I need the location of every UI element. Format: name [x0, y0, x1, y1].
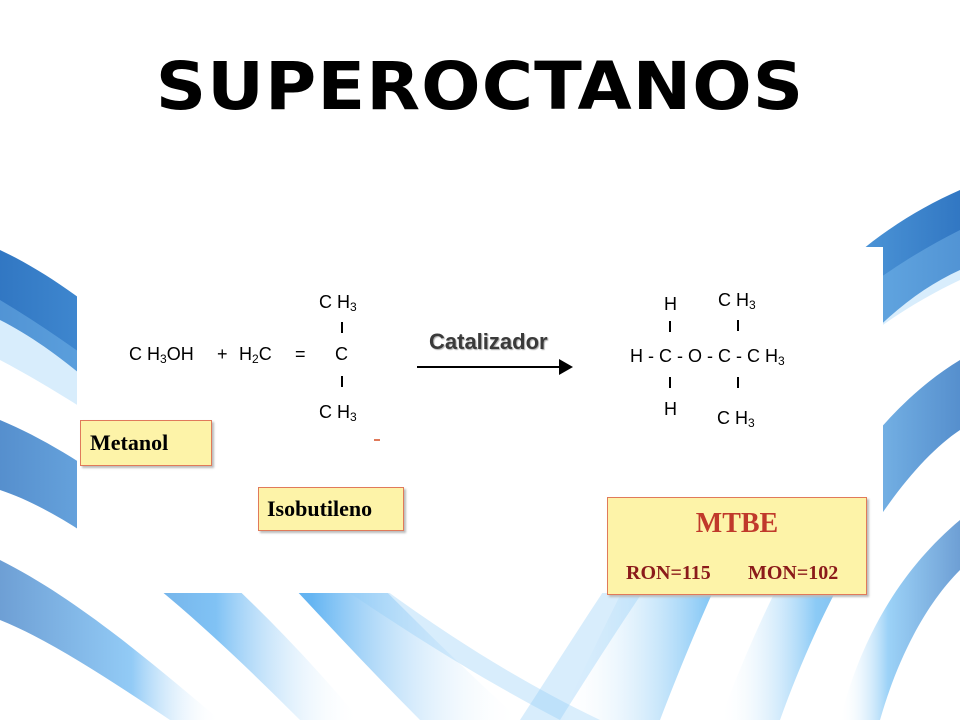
- product-bond-top-right: [737, 320, 739, 331]
- metanol-label-box: Metanol: [80, 420, 212, 466]
- product-ch3-bottom: C H3: [717, 408, 755, 430]
- stray-dash: [374, 439, 380, 441]
- product-main-chain: H - C - O - C - C H3: [630, 346, 785, 368]
- product-bond-bottom-left: [669, 377, 671, 388]
- h2c-formula: H2C: [239, 344, 272, 366]
- product-ch3-top: C H3: [718, 290, 756, 312]
- mtbe-box: MTBE RON=115 MON=102: [607, 497, 867, 595]
- mtbe-label: MTBE: [695, 508, 779, 539]
- reaction-arrow: [417, 366, 563, 368]
- double-bond-sign: =: [295, 344, 306, 364]
- methanol-formula: C H3OH: [129, 344, 194, 366]
- product-h-top: H: [664, 294, 677, 314]
- mon-value: MON=102: [748, 562, 839, 584]
- isobutileno-label-box: Isobutileno: [258, 487, 404, 531]
- isobutileno-label: Isobutileno: [267, 496, 373, 521]
- isobutylene-top-ch3: C H3: [319, 292, 357, 314]
- page-title: SUPEROCTANOS: [155, 48, 805, 125]
- reaction-arrow-head: [559, 359, 573, 375]
- metanol-label: Metanol: [90, 430, 169, 455]
- product-h-bottom: H: [664, 399, 677, 419]
- product-bond-top-left: [669, 321, 671, 332]
- bond-bottom: [341, 376, 343, 387]
- bond-top: [341, 322, 343, 333]
- ron-value: RON=115: [626, 562, 711, 584]
- product-bond-bottom-right: [737, 377, 739, 388]
- isobutylene-center-c: C: [335, 344, 348, 364]
- isobutylene-bottom-ch3: C H3: [319, 402, 357, 424]
- plus-sign: +: [217, 344, 228, 364]
- catalyst-label: Catalizador: [429, 329, 548, 354]
